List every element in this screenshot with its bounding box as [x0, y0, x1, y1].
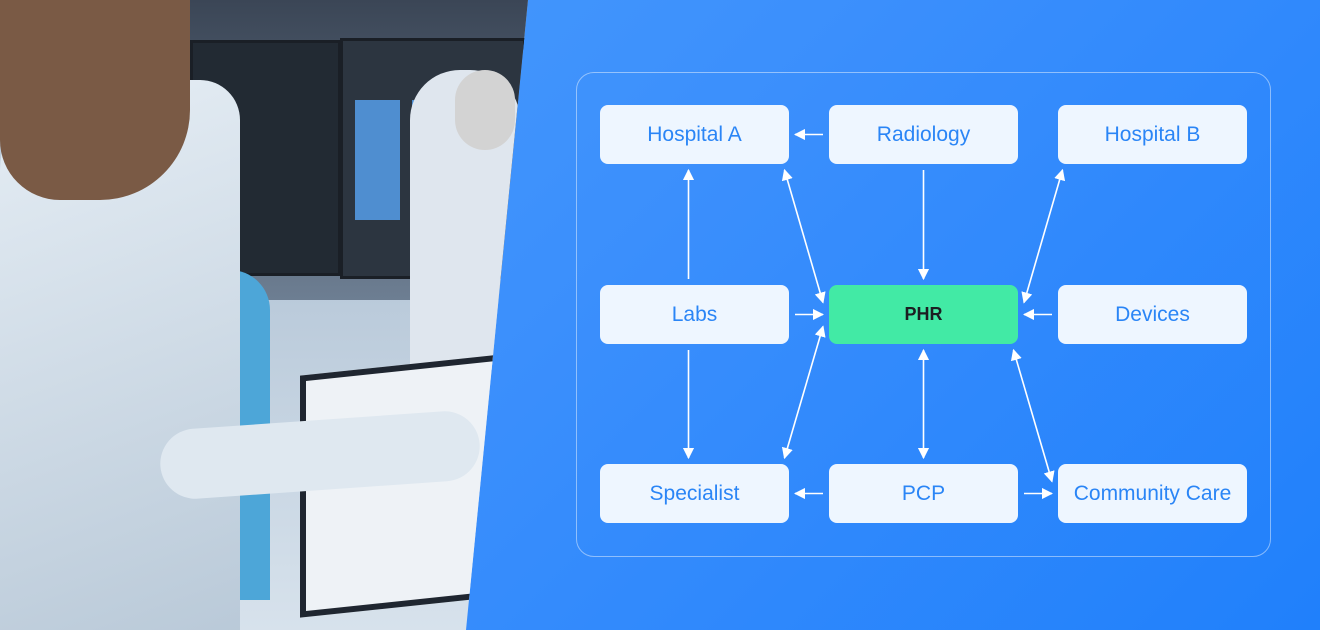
edge-hospital_a-to-phr [781, 168, 826, 304]
hero-photo-medical-team [0, 0, 528, 630]
edge-specialist-to-phr [781, 325, 826, 460]
node-pcp: PCP [829, 464, 1018, 523]
edge-hospital_b-to-phr [1021, 168, 1066, 304]
node-hospital-a: Hospital A [600, 105, 789, 164]
diagram-frame [576, 72, 1271, 557]
node-labs: Labs [600, 285, 789, 344]
node-community-care: Community Care [1058, 464, 1247, 523]
node-devices: Devices [1058, 285, 1247, 344]
edge-phr-to-community_care [1010, 348, 1055, 483]
node-phr-hub: PHR [829, 285, 1018, 344]
node-hospital-b: Hospital B [1058, 105, 1247, 164]
node-specialist: Specialist [600, 464, 789, 523]
node-radiology: Radiology [829, 105, 1018, 164]
